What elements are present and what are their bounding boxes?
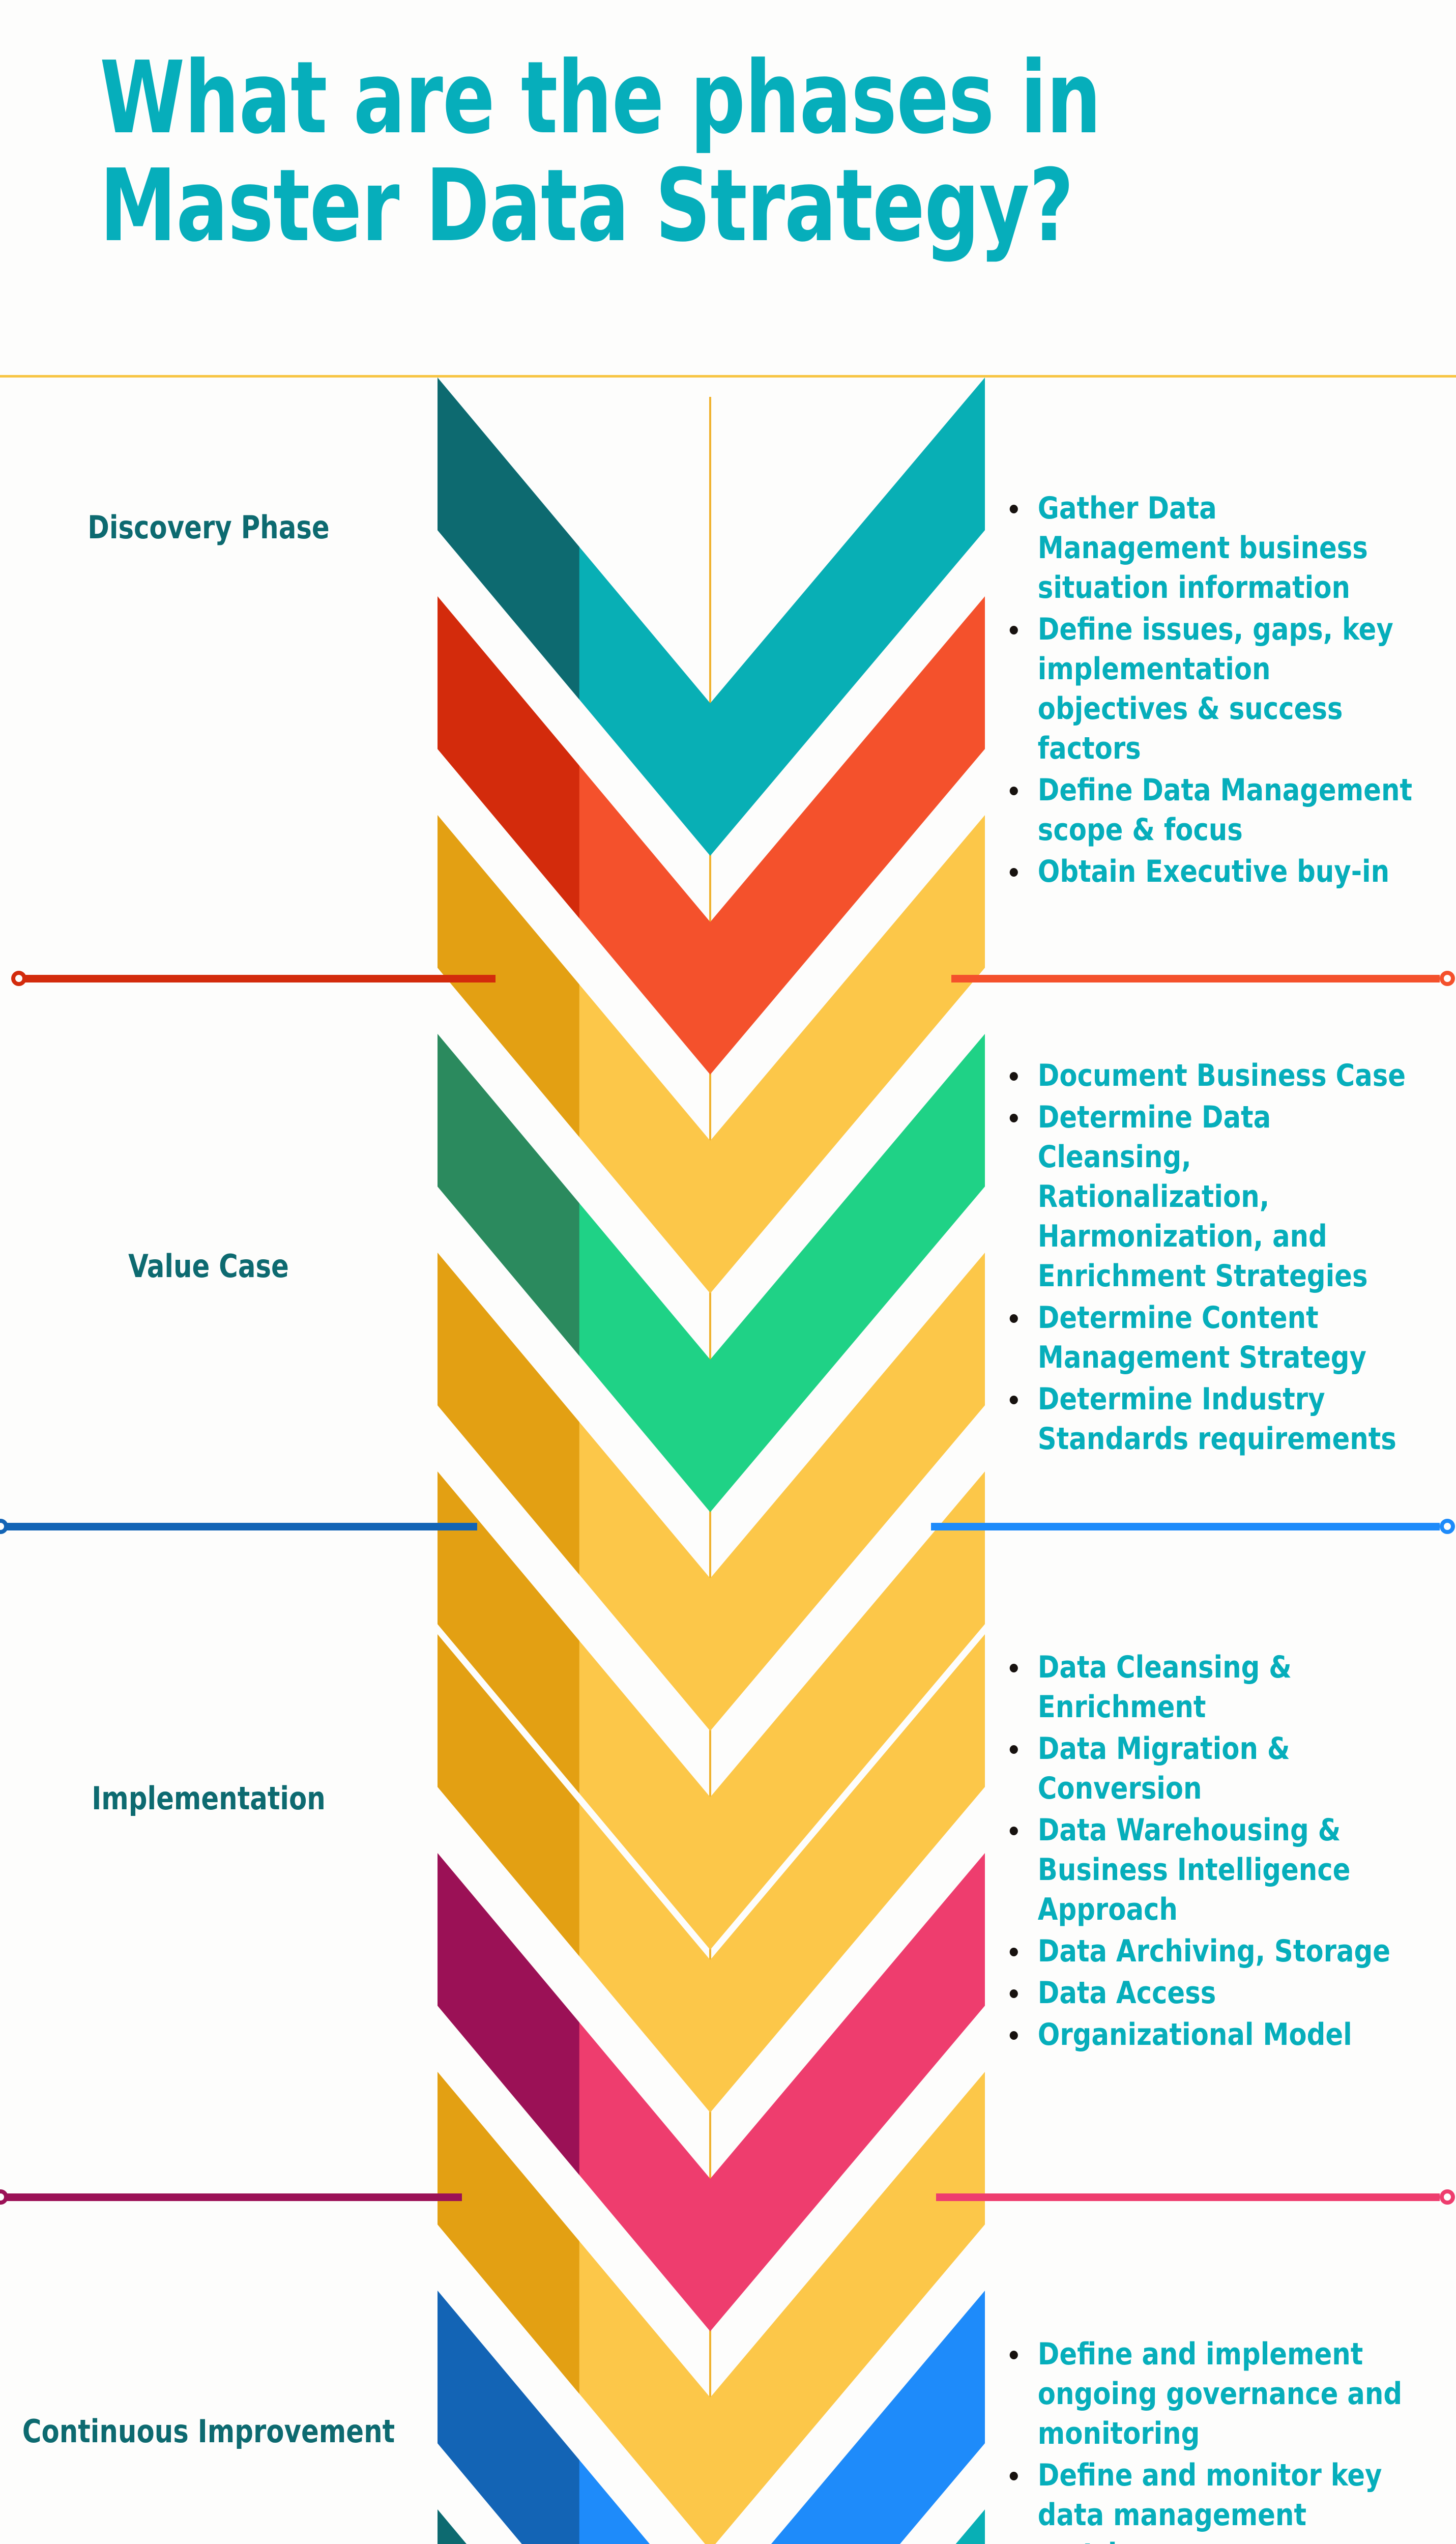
phase-divider-right [951, 971, 1455, 986]
chevron-accent [438, 1034, 579, 1356]
phase-label: Continuous Improvement [22, 2413, 395, 2450]
page-title: What are the phases in Master Data Strat… [100, 40, 1321, 264]
chevron-body [438, 1634, 985, 2113]
bullet-item: Data Cleansing & Enrichment [997, 1647, 1413, 1727]
divider-endpoint-icon [0, 1519, 8, 1534]
chevron-accent [438, 1634, 579, 1956]
bullet-item: Gather Data Management business situatio… [997, 488, 1413, 608]
divider-bar [936, 2193, 1440, 2201]
bullet-item: Define and monitor key data management m… [997, 2455, 1413, 2544]
bullet-item: Define and implement ongoing governance … [997, 2334, 1413, 2453]
bullet-item: Data Migration & Conversion [997, 1729, 1413, 1808]
bullet-item: Define issues, gaps, key implementation … [997, 610, 1413, 768]
divider-endpoint-icon [1440, 2189, 1455, 2205]
chevron-accent [438, 2509, 467, 2544]
chevron-accent [438, 378, 579, 700]
bullet-item: Obtain Executive buy-in [997, 852, 1413, 891]
phase-label: Value Case [128, 1248, 289, 1285]
phase-label: Discovery Phase [88, 509, 330, 546]
bullet-item: Define Data Management scope & focus [997, 770, 1413, 850]
divider-bar [4, 2193, 462, 2201]
chevron-accent [438, 2291, 579, 2544]
phase-divider-right [931, 1519, 1455, 1534]
chevron-accent [438, 1853, 579, 2175]
bullet-item: Data Warehousing & Business Intelligence… [997, 1810, 1413, 1929]
bullet-item: Document Business Case [997, 1056, 1413, 1095]
divider-endpoint-icon [0, 2189, 8, 2205]
phase-divider-left [0, 2189, 466, 2205]
phase-divider-left [11, 971, 500, 986]
chevron-body [438, 2291, 985, 2544]
divider-bar [22, 975, 496, 982]
divider-bar [951, 975, 1440, 982]
divider-endpoint-icon [1440, 971, 1455, 986]
chevron-body [438, 378, 985, 856]
gold-divider-rule [0, 375, 1456, 378]
bullet-item: Determine Data Cleansing, Rationalizatio… [997, 1097, 1413, 1296]
phase-label: Implementation [92, 1780, 326, 1817]
chevron-body [438, 1471, 985, 1950]
chevron-body [438, 596, 985, 1075]
bullet-item: Determine Content Management Strategy [997, 1298, 1413, 1377]
phase-divider-left [0, 1519, 481, 1534]
gold-spine-line [709, 397, 711, 2544]
chevron-body [438, 1034, 985, 1512]
phase-bullet-list: Gather Data Management business situatio… [997, 488, 1435, 893]
bullet-item: Determine Industry Standards requirement… [997, 1379, 1413, 1459]
chevron-body [438, 815, 985, 1293]
bullet-item: Organizational Model [997, 2015, 1413, 2055]
title-line-2: Master Data Strategy? [100, 148, 1074, 264]
chevron-body [438, 1253, 985, 1731]
bullet-item: Data Archiving, Storage [997, 1931, 1413, 1971]
title-line-1: What are the phases in [100, 40, 1101, 156]
chevron-body [438, 2509, 985, 2544]
divider-endpoint-icon [1440, 1519, 1455, 1534]
divider-endpoint-icon [11, 971, 26, 986]
chevron-body [438, 2072, 985, 2544]
divider-bar [4, 1523, 477, 1530]
chevron-accent [438, 2072, 579, 2394]
chevron-body [438, 1853, 985, 2331]
divider-bar [931, 1523, 1440, 1530]
chevron-accent [438, 596, 579, 918]
phase-bullet-list: Define and implement ongoing governance … [997, 2334, 1435, 2544]
phase-divider-right [936, 2189, 1455, 2205]
bullet-item: Data Access [997, 1973, 1413, 2013]
